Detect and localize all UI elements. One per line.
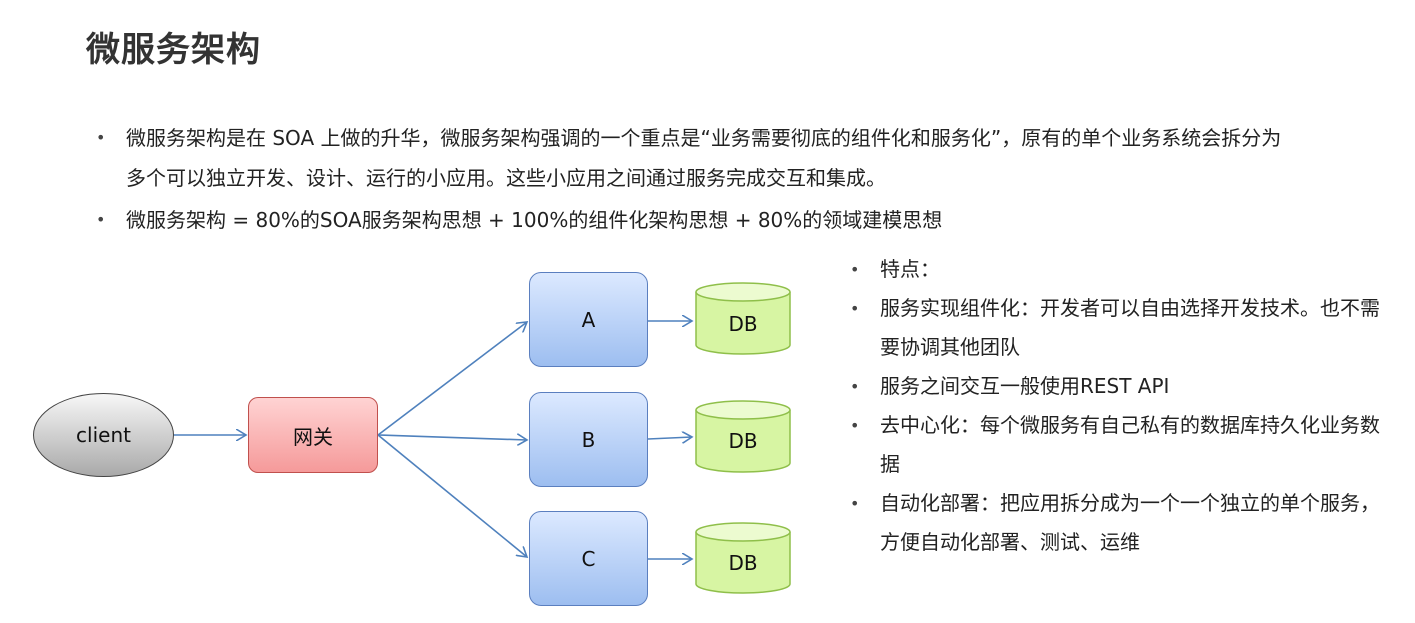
db-cylinder-a: DB — [695, 282, 791, 355]
intro-text-2: 微服务架构 = 80%的SOA服务架构思想 + 100%的组件化架构思想 + 8… — [126, 208, 943, 232]
page-title: 微服务架构 — [86, 30, 261, 70]
gateway-node: 网关 — [248, 397, 378, 473]
architecture-diagram: DB DB DB client 网关 A B C — [33, 272, 791, 606]
arrow-gateway-c — [377, 434, 527, 557]
feature-text-2: 服务实现组件化：开发者可以自由选择开发技术。也不需要协调其他团队 — [880, 296, 1380, 359]
intro-bullet-2: • 微服务架构 = 80%的SOA服务架构思想 + 100%的组件化架构思想 +… — [96, 200, 1296, 240]
db-label-b: DB — [728, 429, 757, 453]
feature-item-3: • 服务之间交互一般使用REST API — [850, 367, 1390, 406]
feature-item-2: • 服务实现组件化：开发者可以自由选择开发技术。也不需要协调其他团队 — [850, 289, 1390, 367]
client-node: client — [33, 393, 174, 477]
feature-text-1: 特点： — [880, 257, 940, 281]
bullet-dot-icon: • — [850, 416, 860, 435]
intro-bullet-1: • 微服务架构是在 SOA 上做的升华，微服务架构强调的一个重点是“业务需要彻底… — [96, 118, 1296, 198]
service-a-node: A — [529, 272, 648, 367]
connector-layer: DB DB DB — [174, 282, 791, 594]
feature-text-5: 自动化部署：把应用拆分成为一个一个独立的单个服务，方便自动化部署、测试、运维 — [880, 491, 1380, 554]
features-list: • 特点： • 服务实现组件化：开发者可以自由选择开发技术。也不需要协调其他团队… — [850, 250, 1390, 562]
intro-bullets: • 微服务架构是在 SOA 上做的升华，微服务架构强调的一个重点是“业务需要彻底… — [96, 118, 1296, 240]
db-cylinder-c: DB — [695, 522, 791, 594]
feature-text-4: 去中心化：每个微服务有自己私有的数据库持久化业务数据 — [880, 413, 1380, 476]
service-b-node: B — [529, 392, 648, 487]
db-label-c: DB — [728, 551, 757, 575]
feature-item-5: • 自动化部署：把应用拆分成为一个一个独立的单个服务，方便自动化部署、测试、运维 — [850, 484, 1390, 562]
bullet-dot-icon: • — [850, 494, 860, 513]
db-label-a: DB — [728, 312, 757, 336]
feature-item-4: • 去中心化：每个微服务有自己私有的数据库持久化业务数据 — [850, 406, 1390, 484]
feature-text-3: 服务之间交互一般使用REST API — [880, 374, 1170, 398]
service-c-node: C — [529, 511, 648, 606]
bullet-dot-icon: • — [96, 128, 106, 147]
intro-text-1: 微服务架构是在 SOA 上做的升华，微服务架构强调的一个重点是“业务需要彻底的组… — [126, 126, 1282, 190]
bullet-dot-icon: • — [850, 299, 860, 318]
arrow-gateway-b — [377, 435, 527, 440]
feature-item-1: • 特点： — [850, 250, 1390, 289]
bullet-dot-icon: • — [850, 260, 860, 279]
bullet-dot-icon: • — [96, 210, 106, 229]
arrow-b-db — [647, 437, 692, 439]
arrow-gateway-a — [377, 322, 527, 436]
db-cylinder-b: DB — [695, 400, 791, 473]
bullet-dot-icon: • — [850, 377, 860, 396]
